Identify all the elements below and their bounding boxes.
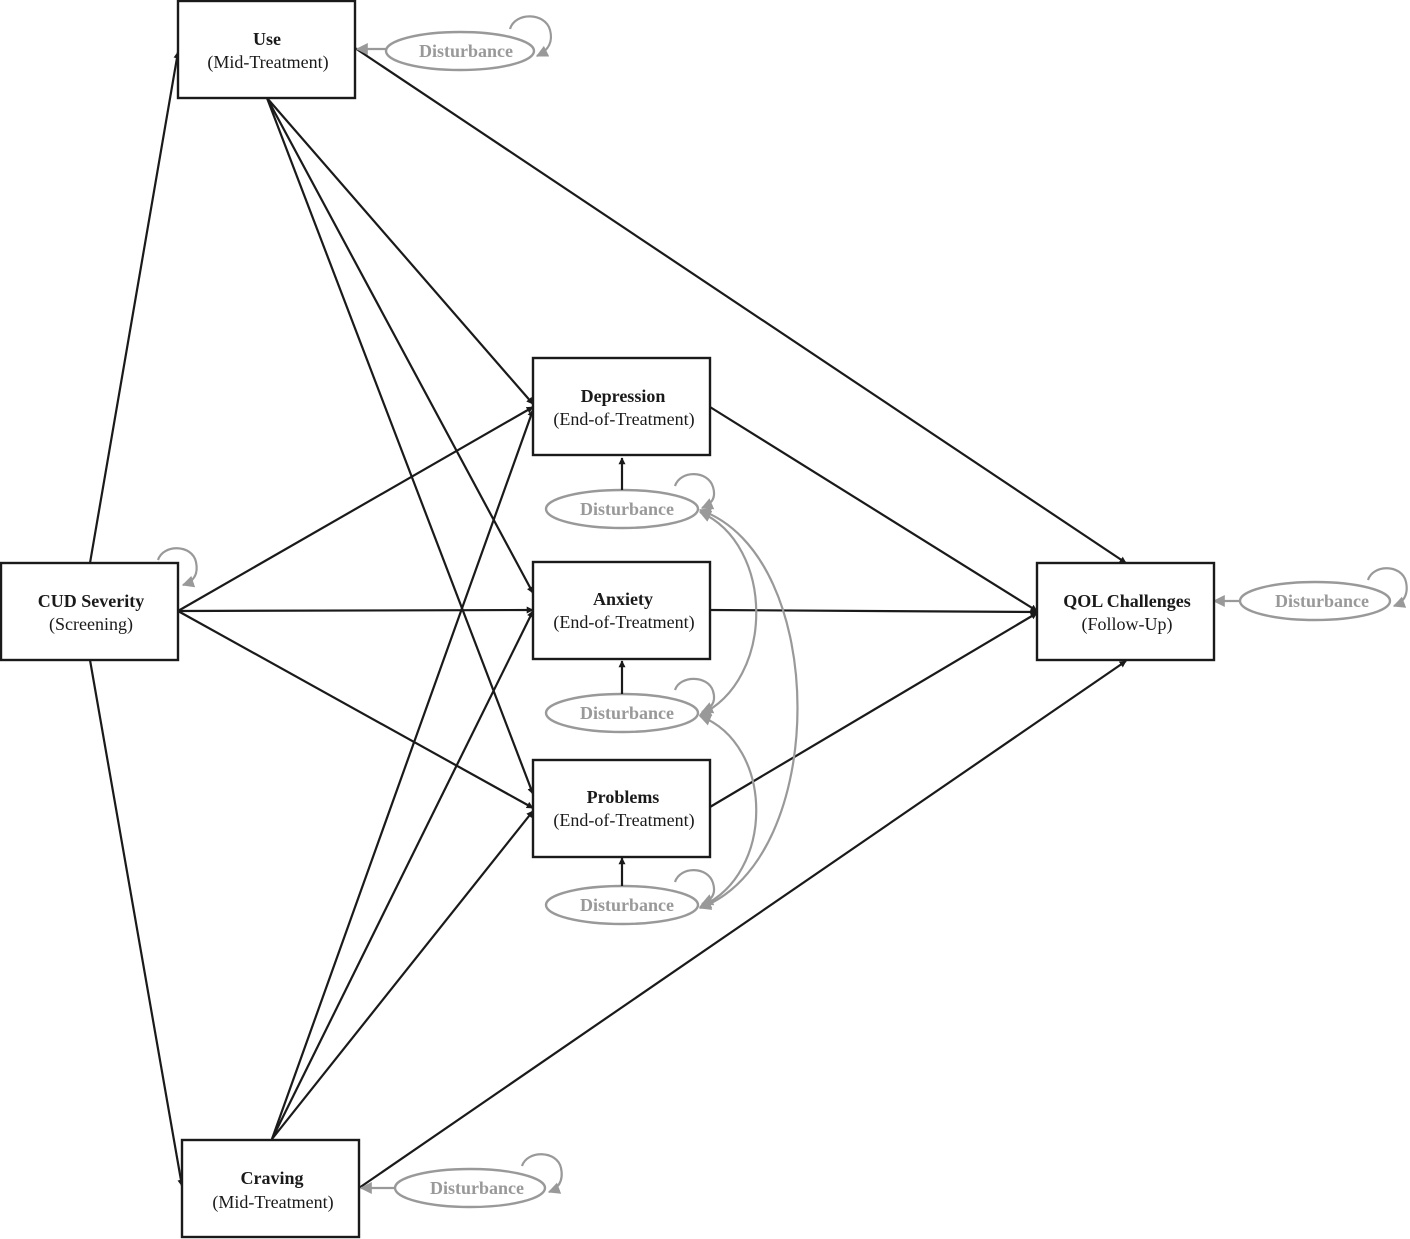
variance-loop-icon <box>520 1153 563 1194</box>
disturbance-label: Disturbance <box>580 499 674 519</box>
path-craving-to-depression <box>270 409 535 1140</box>
node-title: Use <box>253 29 281 49</box>
disturbance-label: Disturbance <box>419 41 513 61</box>
cud-variance-loop-icon <box>156 547 198 588</box>
node-subtitle: (Mid-Treatment) <box>207 52 328 73</box>
path-anxiety-to-qol <box>709 608 1038 616</box>
node-title: QOL Challenges <box>1063 591 1191 611</box>
node-subtitle: (Follow-Up) <box>1082 614 1173 635</box>
node-title: Anxiety <box>593 589 653 609</box>
structural-paths <box>88 47 1127 1189</box>
covariance-depression-problems <box>698 507 799 910</box>
node-qol-challenges: QOL Challenges (Follow-Up) <box>1035 561 1216 662</box>
variance-loop-icon <box>1366 567 1408 608</box>
covariance-depression-anxiety <box>698 510 758 716</box>
path-cud-to-depression <box>177 406 534 612</box>
path-use-to-depression <box>266 97 534 405</box>
path-cud-to-problems <box>177 610 534 809</box>
node-subtitle: (Screening) <box>49 614 133 635</box>
variance-loop-icon <box>673 677 716 714</box>
variance-loop-icon <box>508 15 553 57</box>
path-craving-to-problems <box>271 810 534 1140</box>
disturbance-craving: Disturbance <box>359 1153 563 1209</box>
node-title: Problems <box>587 787 660 807</box>
disturbance-anxiety: Disturbance <box>544 660 716 734</box>
node-subtitle: (Mid-Treatment) <box>212 1192 333 1213</box>
node-use: Use (Mid-Treatment) <box>176 0 357 100</box>
disturbance-use: Disturbance <box>355 15 553 72</box>
path-cud-to-use <box>88 51 181 564</box>
disturbance-problems: Disturbance <box>544 857 716 926</box>
variance-loop-icon <box>673 473 716 510</box>
node-anxiety: Anxiety (End-of-Treatment) <box>531 560 712 661</box>
disturbance-label: Disturbance <box>580 703 674 723</box>
disturbance-depression: Disturbance <box>544 457 716 530</box>
node-problems: Problems (End-of-Treatment) <box>531 758 712 859</box>
disturbance-label: Disturbance <box>430 1178 524 1198</box>
node-cud-severity: CUD Severity (Screening) <box>0 561 180 662</box>
path-craving-to-anxiety <box>271 610 534 1140</box>
path-cud-to-anxiety <box>177 606 534 614</box>
node-subtitle: (End-of-Treatment) <box>553 409 694 430</box>
path-use-to-problems <box>265 97 535 795</box>
path-problems-to-qol <box>709 612 1038 808</box>
path-use-to-qol <box>354 47 1127 564</box>
node-title: Depression <box>581 386 666 406</box>
node-subtitle: (End-of-Treatment) <box>553 612 694 633</box>
disturbance-label: Disturbance <box>1275 591 1369 611</box>
path-craving-to-qol <box>358 660 1127 1189</box>
covariance-anxiety-problems <box>698 714 758 909</box>
node-depression: Depression (End-of-Treatment) <box>531 356 712 457</box>
node-title: CUD Severity <box>38 591 144 611</box>
disturbance-label: Disturbance <box>580 895 674 915</box>
variance-loop-icon <box>673 869 716 906</box>
covariance-paths <box>698 507 799 910</box>
node-subtitle: (End-of-Treatment) <box>553 810 694 831</box>
node-craving: Craving (Mid-Treatment) <box>180 1138 361 1239</box>
disturbance-qol: Disturbance <box>1212 567 1408 622</box>
path-depression-to-qol <box>709 406 1038 612</box>
node-title: Craving <box>241 1168 304 1188</box>
path-use-to-anxiety <box>266 97 534 594</box>
path-cud-to-craving <box>88 659 185 1187</box>
